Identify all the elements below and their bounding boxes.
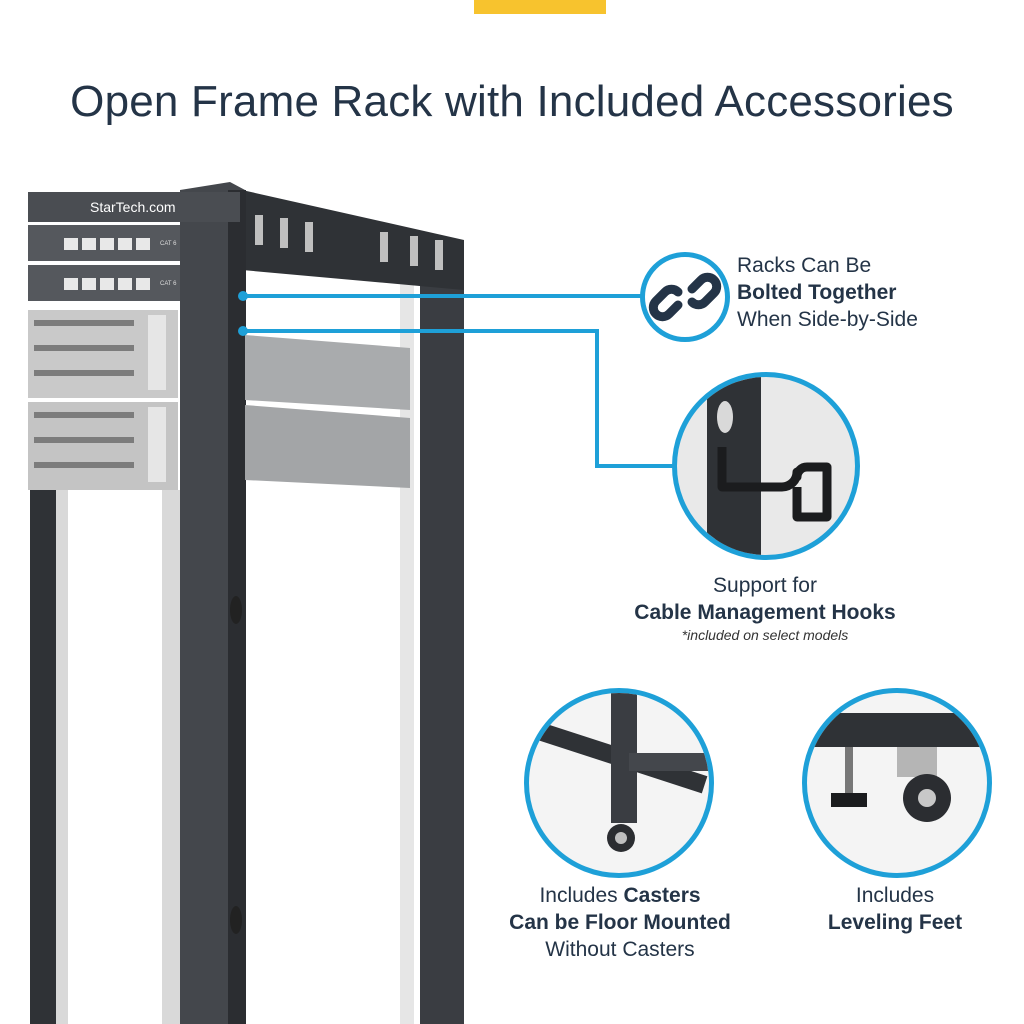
- callout-casters: Includes Casters Can be Floor Mounted Wi…: [485, 882, 755, 963]
- hooks-line1: Support for: [713, 574, 817, 597]
- top-side-frame: [242, 190, 464, 290]
- casters-bold: Casters: [623, 884, 701, 907]
- leveling-feet-photo: [802, 688, 992, 878]
- bolted-line1: Racks Can Be: [737, 254, 872, 277]
- casters-line2: Can be Floor Mounted: [509, 911, 731, 934]
- feet-line2: Leveling Feet: [827, 911, 963, 934]
- front-inner-rail: [162, 490, 182, 1024]
- accent-bar: [474, 0, 606, 14]
- callout-hooks: Support for Cable Management Hooks *incl…: [600, 572, 930, 644]
- casters-photo: [524, 688, 714, 878]
- cat-label-1: CAT 6: [160, 241, 177, 247]
- callout-feet: Includes Leveling Feet: [790, 882, 1000, 936]
- rear-right-post: [420, 240, 464, 1024]
- feet-line1: Includes: [855, 884, 935, 907]
- callout-line-hooks: [243, 329, 680, 468]
- server-rail-1: [245, 335, 410, 410]
- chain-link-icon: [640, 252, 730, 342]
- bolted-line2: Bolted Together: [737, 281, 897, 304]
- top-front-bar: [28, 192, 240, 222]
- brand-logo: StarTech.com: [90, 199, 176, 215]
- callout-bolted: Racks Can Be Bolted Together When Side-b…: [737, 252, 918, 333]
- cable-hook-icon: [672, 372, 860, 560]
- front-left-rail: [56, 490, 68, 1024]
- bolted-line3: When Side-by-Side: [737, 308, 918, 331]
- hooks-line2: Cable Management Hooks: [634, 601, 896, 624]
- page-title: Open Frame Rack with Included Accessorie…: [70, 77, 954, 127]
- cat-label-2: CAT 6: [160, 281, 177, 287]
- casters-line3: Without Casters: [545, 938, 695, 961]
- server-rail-2: [245, 405, 410, 488]
- casters-prefix: Includes: [539, 884, 624, 907]
- hooks-note: *included on select models: [681, 627, 849, 643]
